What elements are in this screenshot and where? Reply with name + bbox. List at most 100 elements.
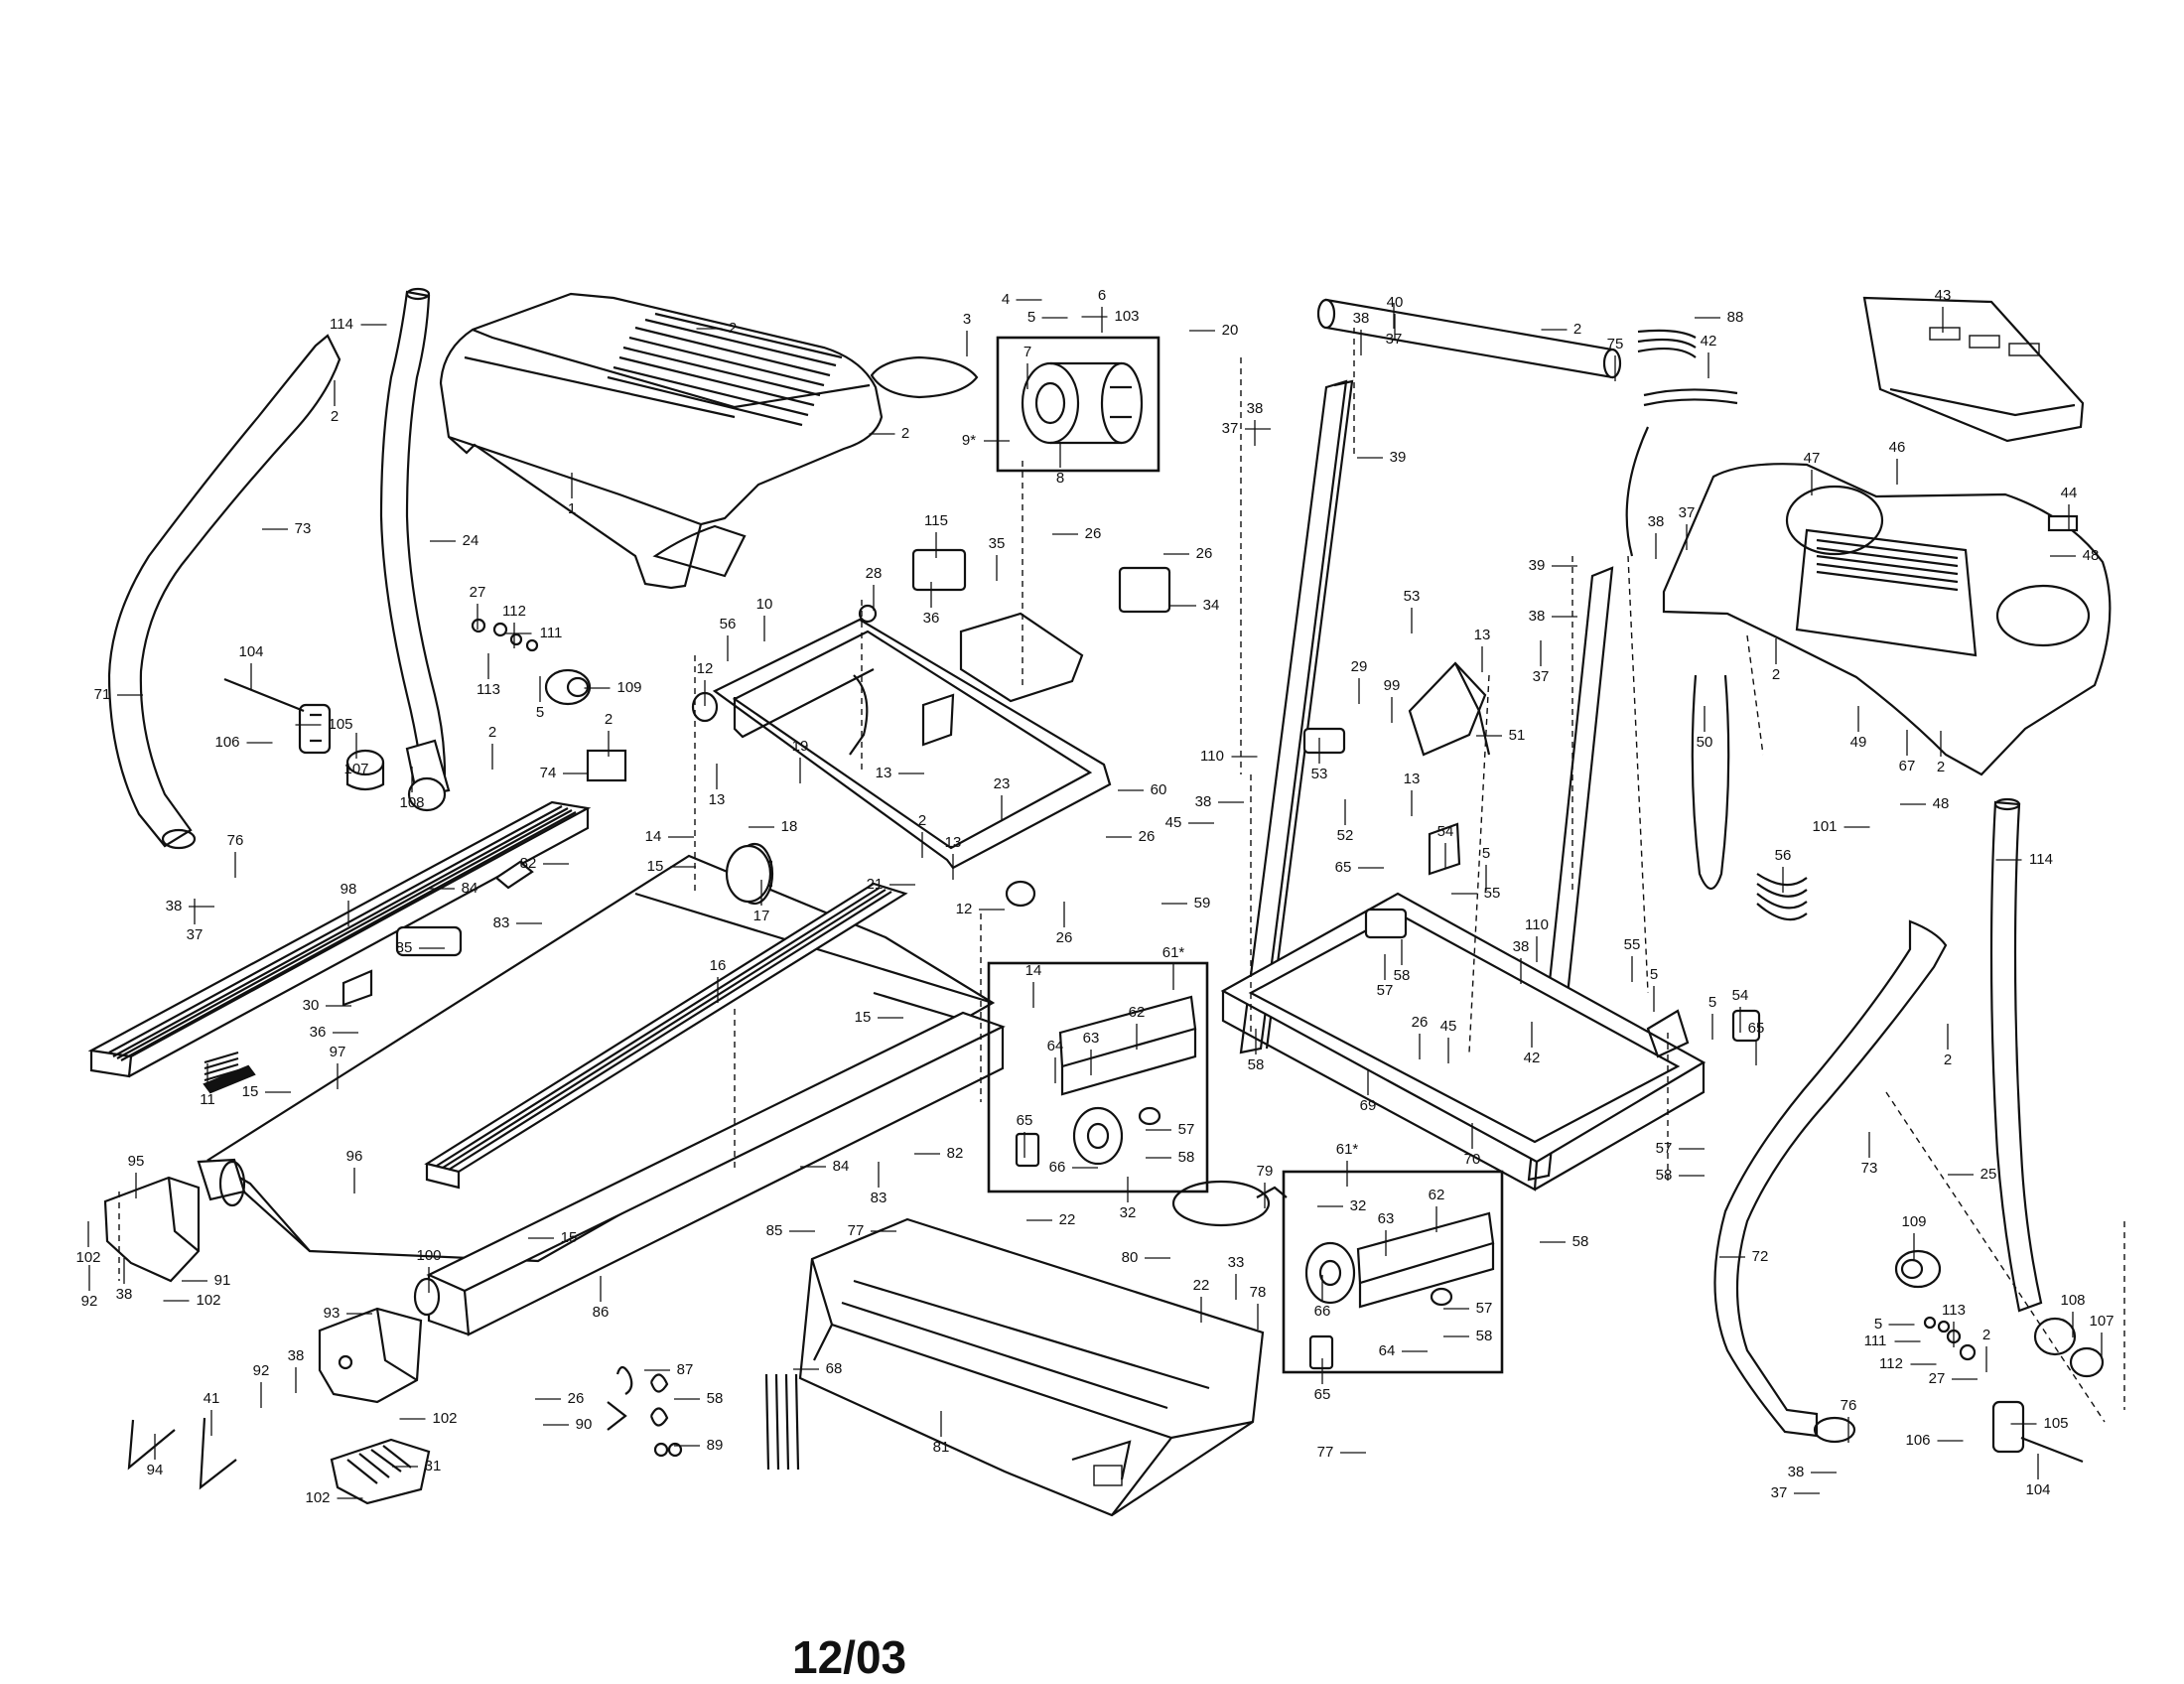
callout-label: 37 (1771, 1484, 1788, 1501)
base-frame (691, 618, 1112, 908)
callout-label: 37 (1533, 668, 1550, 685)
callout-label: 13 (1404, 771, 1421, 787)
callout-label: 25 (1980, 1166, 1997, 1183)
callout-label: 55 (1624, 936, 1641, 953)
callout-label: 65 (1314, 1386, 1331, 1403)
callout-label: 105 (2043, 1415, 2068, 1432)
callout-label: 42 (1524, 1050, 1541, 1066)
callout-label: 64 (1047, 1038, 1064, 1054)
callout-label: 58 (707, 1390, 724, 1407)
callout-label: 32 (1350, 1197, 1367, 1214)
callout-label: 75 (1607, 336, 1624, 352)
callout-label: 115 (924, 512, 948, 529)
callout-label: 66 (1049, 1159, 1066, 1176)
callout-label: 111 (1864, 1333, 1887, 1349)
wheel-assembly-inset-b (1282, 1170, 1504, 1374)
callout-label: 28 (866, 565, 883, 582)
callout-label: 5 (1650, 966, 1658, 983)
callout-label: 7 (1024, 344, 1031, 360)
callout-label: 38 (166, 898, 183, 914)
callout-label: 111 (540, 625, 563, 641)
callout-label: 6 (1098, 287, 1106, 304)
console-base (1662, 463, 2112, 776)
callout-label: 2 (1982, 1327, 1990, 1343)
callout-label: 85 (766, 1222, 783, 1239)
wiring-harness (1625, 329, 1808, 921)
callout-label: 12 (956, 901, 973, 917)
callout-label: 13 (709, 791, 726, 808)
callout-label: 65 (1748, 1020, 1765, 1037)
callout-label: 57 (1656, 1140, 1673, 1157)
right-frame-rail (413, 1011, 1006, 1336)
callout-label: 79 (1257, 1163, 1274, 1180)
left-upright (1239, 379, 1354, 1054)
drive-belt (870, 355, 979, 399)
callout-label: 94 (147, 1462, 164, 1478)
callout-label: 97 (330, 1044, 346, 1060)
callout-label: 26 (1139, 828, 1156, 845)
callout-label: 73 (1861, 1160, 1878, 1177)
callout-label: 37 (1222, 420, 1239, 437)
callout-label: 106 (1905, 1432, 1930, 1449)
callout-label: 57 (1476, 1300, 1493, 1317)
callout-label: 109 (616, 679, 641, 696)
callout-label: 108 (2060, 1292, 2085, 1309)
callout-label: 82 (520, 855, 537, 872)
callout-label: 40 (1387, 294, 1404, 311)
callout-label: 34 (1203, 597, 1220, 614)
callout-label: 54 (1437, 823, 1454, 840)
callout-label: 74 (540, 765, 557, 781)
callout-label: 100 (416, 1247, 441, 1264)
callout-label: 102 (75, 1249, 100, 1266)
callout-label: 39 (1529, 557, 1546, 574)
callout-label: 2 (488, 724, 496, 741)
callout-label: 38 (116, 1286, 133, 1303)
callout-label: 95 (128, 1153, 145, 1170)
callout-label: 36 (310, 1024, 327, 1041)
callout-label: 52 (1337, 827, 1354, 844)
callout-label: 112 (1879, 1355, 1903, 1372)
callout-label: 1 (568, 500, 576, 517)
callout-label: 2 (729, 320, 737, 337)
callout-label: 38 (1247, 400, 1264, 417)
callout-label: 39 (1390, 449, 1407, 466)
callout-label: 38 (1513, 938, 1530, 955)
callout-label: 45 (1440, 1018, 1457, 1035)
callout-label: 33 (1228, 1254, 1245, 1271)
callout-label: 48 (1933, 795, 1950, 812)
callout-label: 73 (295, 520, 312, 537)
callout-label: 84 (833, 1158, 850, 1175)
callout-label: 26 (1412, 1014, 1429, 1031)
callout-label: 3 (963, 311, 971, 328)
callout-label: 29 (1351, 658, 1368, 675)
callout-label: 12 (697, 660, 714, 677)
callout-label: 112 (502, 603, 526, 620)
console-overlay (1862, 296, 2085, 443)
callout-label: 26 (1196, 545, 1213, 562)
callout-label: 42 (1701, 333, 1717, 350)
callout-label: 91 (214, 1272, 231, 1289)
power-cord (1171, 1180, 1288, 1227)
callout-label: 58 (1656, 1167, 1673, 1184)
callout-label: 58 (1394, 967, 1411, 984)
callout-label: 77 (1317, 1444, 1334, 1461)
callout-label: 26 (1056, 929, 1073, 946)
callout-label: 30 (303, 997, 320, 1014)
callout-label: 59 (1194, 895, 1211, 912)
controller-bracket (858, 548, 1171, 703)
callout-label: 109 (1901, 1213, 1926, 1230)
callout-label: 110 (1525, 916, 1549, 933)
callout-label: 60 (1151, 781, 1167, 798)
callout-label: 71 (94, 686, 111, 703)
callout-label: 65 (1017, 1112, 1033, 1129)
callout-label: 92 (81, 1293, 98, 1310)
callout-label: 92 (253, 1362, 270, 1379)
callout-label: 77 (848, 1222, 865, 1239)
callout-label: 113 (1942, 1302, 1966, 1319)
callout-label: 58 (1572, 1233, 1589, 1250)
callout-label: 58 (1476, 1328, 1493, 1344)
callout-label: 21 (867, 876, 884, 893)
misc-small-parts (341, 749, 683, 1458)
drive-motor (996, 336, 1160, 473)
